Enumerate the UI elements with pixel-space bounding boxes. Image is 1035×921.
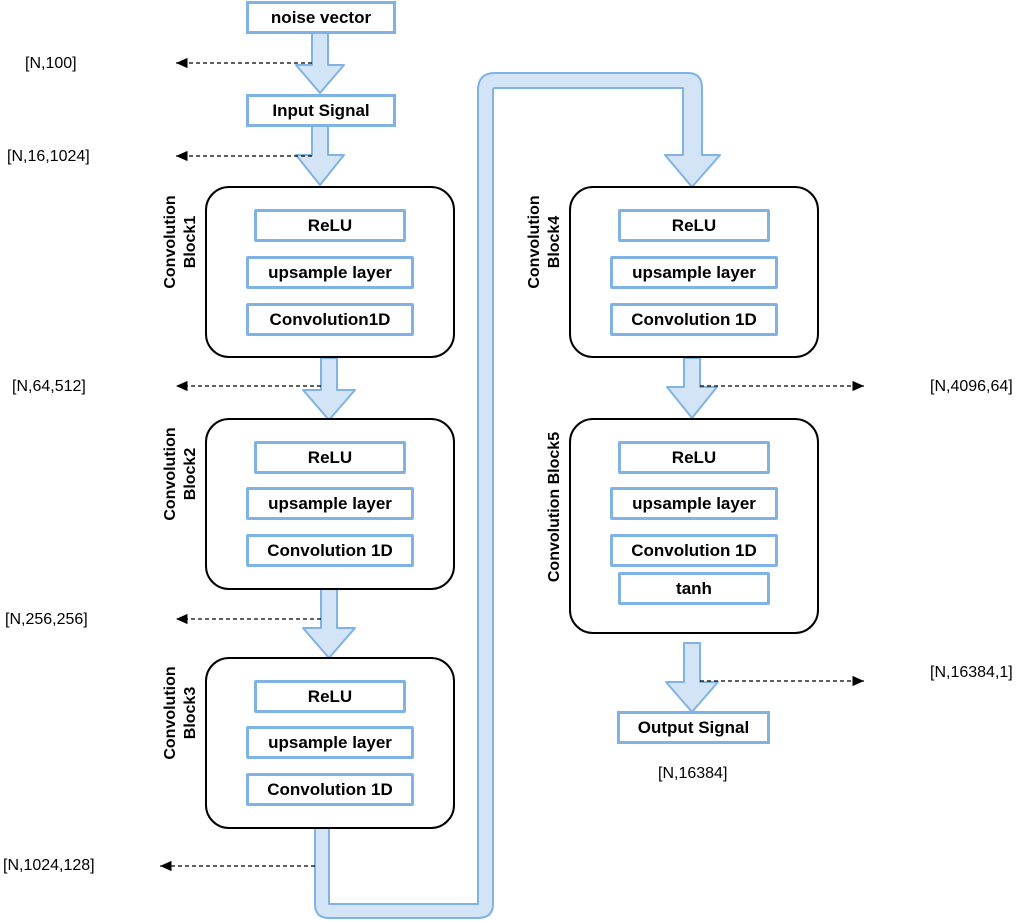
input-signal-node: Input Signal: [246, 94, 396, 127]
output-signal-node: Output Signal: [617, 711, 770, 744]
arrow-block4-to-block5: [666, 357, 718, 419]
block4-upsample-layer: upsample layer: [610, 256, 778, 289]
arrow-noise-to-input: [295, 32, 345, 94]
block4-relu-layer: ReLU: [618, 209, 770, 242]
block3-label: Convolution Block3: [162, 666, 199, 760]
block4-label: Convolution Block4: [526, 195, 563, 289]
block5-tanh-layer: tanh: [618, 572, 770, 605]
shape-label-block1: [N,64,512]: [12, 378, 86, 395]
block2-relu-layer: ReLU: [254, 441, 406, 474]
block2-upsample-layer: upsample layer: [246, 487, 414, 520]
shape-label-output: [N,16384]: [658, 765, 728, 782]
shape-label-input: [N,16,1024]: [7, 148, 90, 165]
block3-relu-layer: ReLU: [254, 680, 406, 713]
arrow-block5-to-output: [665, 642, 719, 713]
block4-conv1d-layer: Convolution 1D: [610, 303, 778, 336]
block5-label: Convolution Block5: [546, 431, 563, 583]
block1-relu-layer: ReLU: [254, 209, 406, 242]
shape-label-block2: [N,256,256]: [5, 611, 88, 628]
block3-conv1d-layer: Convolution 1D: [246, 773, 414, 806]
block2-label: Convolution Block2: [162, 427, 199, 521]
block1-upsample-layer: upsample layer: [246, 256, 414, 289]
noise-vector-node: noise vector: [246, 1, 396, 34]
shape-label-block4: [N,4096,64]: [930, 378, 1013, 395]
shape-label-block3: [N,1024,128]: [3, 857, 95, 874]
block5-relu-layer: ReLU: [618, 441, 770, 474]
arrow-block1-to-block2: [302, 357, 356, 421]
block5-conv1d-layer: Convolution 1D: [610, 534, 778, 567]
block1-conv1d-layer: Convolution1D: [246, 303, 414, 336]
arrow-block3-to-block4: [314, 72, 721, 919]
block2-conv1d-layer: Convolution 1D: [246, 534, 414, 567]
arrow-input-to-block1: [295, 125, 345, 186]
shape-label-block5: [N,16384,1]: [930, 664, 1013, 681]
arrow-block2-to-block3: [302, 588, 356, 659]
block3-upsample-layer: upsample layer: [246, 726, 414, 759]
shape-label-noise: [N,100]: [25, 55, 77, 72]
block1-label: Convolution Block1: [162, 195, 199, 289]
block5-upsample-layer: upsample layer: [610, 487, 778, 520]
